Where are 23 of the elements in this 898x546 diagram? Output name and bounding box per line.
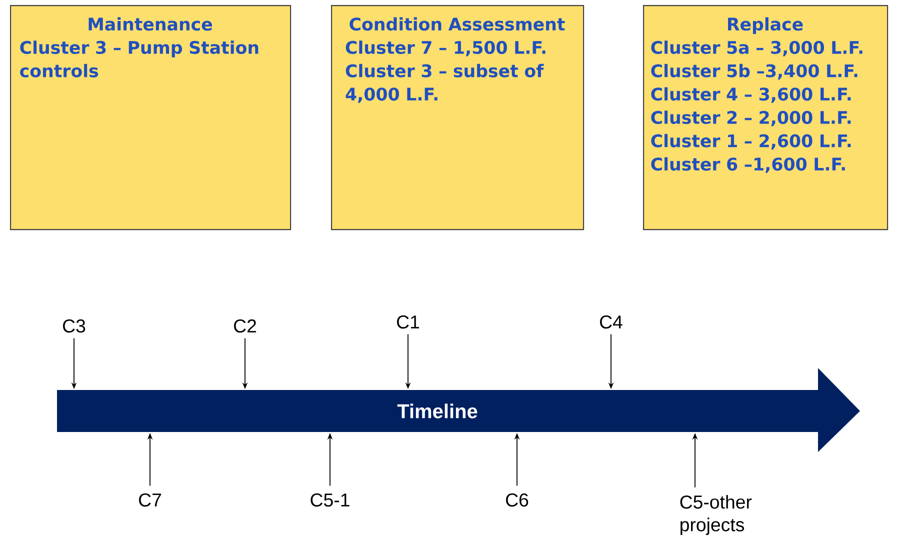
box-text: Cluster 2 – 2,000 L.F. xyxy=(651,110,851,126)
box-text: Cluster 3 – Pump Station controls xyxy=(20,40,258,78)
box-heading: Replace xyxy=(728,17,803,34)
box-text: Cluster 6 –1,600 L.F. xyxy=(651,157,845,173)
box-heading: Condition Assessment xyxy=(350,17,565,31)
category-box xyxy=(331,5,584,230)
box-heading: Maintenance xyxy=(88,17,212,31)
milestone-label: C3 xyxy=(63,319,86,333)
milestone-label: C1 xyxy=(397,315,420,329)
milestone-label: C4 xyxy=(600,315,622,329)
box-text: Cluster 5a – 3,000 L.F. xyxy=(651,40,862,56)
box-text: Cluster 3 – subset of 4,000 L.F. xyxy=(346,64,544,103)
box-text: Cluster 7 – 1,500 L.F. xyxy=(346,40,546,56)
category-box xyxy=(643,5,888,230)
box-text: Cluster 5b –3,400 L.F. xyxy=(651,64,858,80)
category-box xyxy=(10,5,292,230)
milestone-label: C7 xyxy=(139,493,161,507)
box-text: Cluster 1 – 2,600 L.F. xyxy=(651,134,851,150)
milestone-label: C5-other projects xyxy=(680,494,752,536)
box-text: Cluster 4 – 3,600 L.F. xyxy=(651,87,851,103)
milestone-label: C6 xyxy=(506,493,528,507)
milestone-label: C5-1 xyxy=(310,493,350,507)
milestone-label: C2 xyxy=(234,319,256,333)
